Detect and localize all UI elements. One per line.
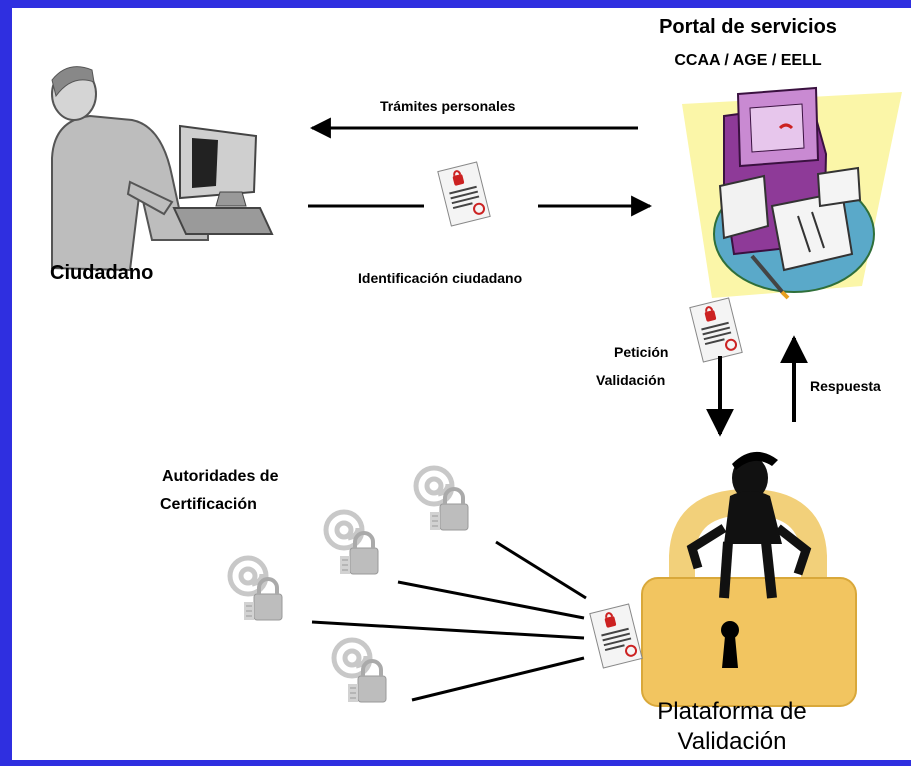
peticion-label-line1: Petición xyxy=(614,344,669,360)
platform-certificate-icon xyxy=(588,602,644,670)
connector-line xyxy=(397,580,585,620)
peticion-certificate-icon xyxy=(688,296,744,364)
identificacion-label: Identificación ciudadano xyxy=(358,270,523,286)
authorities-label-line1: Autoridades de xyxy=(162,468,279,485)
portal-icon xyxy=(682,86,902,300)
connector-line xyxy=(411,656,585,702)
certificate-icon xyxy=(436,160,492,228)
diagram-canvas: Portal de servicios CCAA / AGE / EELL Tr… xyxy=(12,8,911,760)
validation-platform-icon xyxy=(641,451,857,707)
respuesta-label: Respuesta xyxy=(810,378,881,394)
certification-authority-icon xyxy=(326,512,378,574)
peticion-label-line2: Validación xyxy=(596,372,666,388)
authorities-label-line2: Certificación xyxy=(160,496,257,513)
certification-authority-icon xyxy=(334,640,386,702)
connector-line xyxy=(495,540,587,600)
citizen-icon xyxy=(51,66,274,272)
connector-line xyxy=(311,620,585,640)
portal-title: Portal de servicios xyxy=(659,16,837,38)
tramites-label: Trámites personales xyxy=(380,98,516,114)
diagram-graphics xyxy=(51,66,902,707)
platform-label-line2: Validación xyxy=(677,728,787,755)
certification-authority-icon xyxy=(230,558,282,620)
certification-authority-icon xyxy=(416,468,468,530)
platform-label-line1: Plataforma de xyxy=(657,698,807,725)
citizen-label: Ciudadano xyxy=(50,262,154,284)
portal-subtitle: CCAA / AGE / EELL xyxy=(674,52,822,69)
